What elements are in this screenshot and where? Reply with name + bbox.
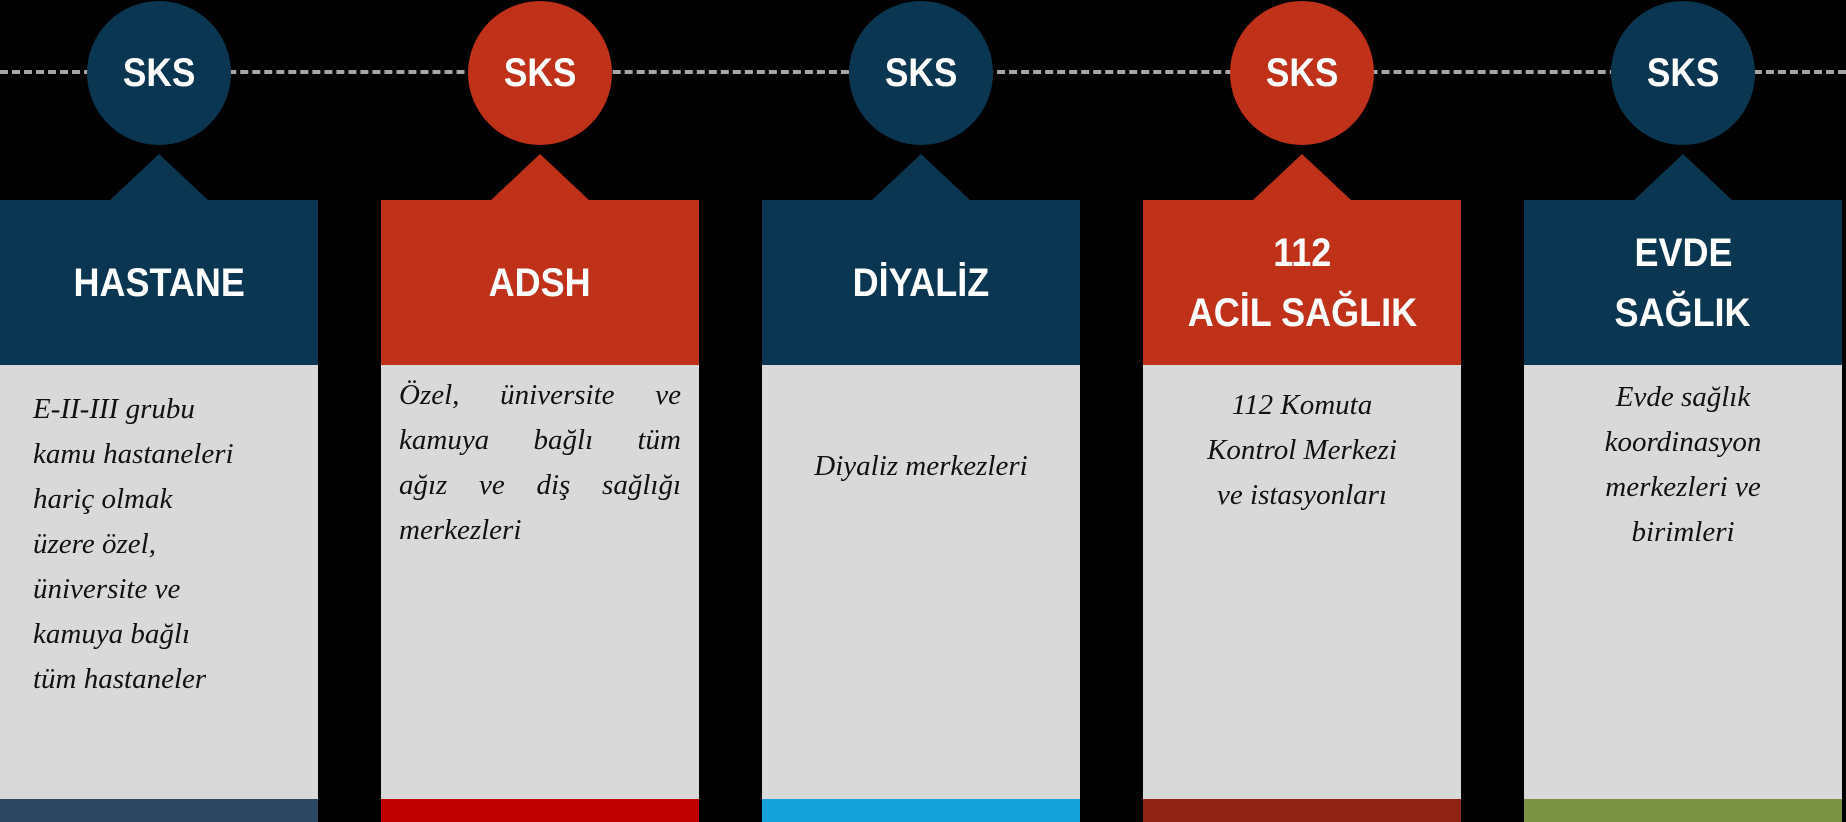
description-line: Özel, üniversite ve xyxy=(399,379,681,411)
sks-badge: SKS xyxy=(468,1,612,145)
description-line: kamuya bağlı xyxy=(33,618,191,650)
title-line: ACİL SAĞLIK xyxy=(1187,290,1417,335)
title-line: SAĞLIK xyxy=(1614,290,1752,335)
accent-bar xyxy=(381,799,699,822)
category-title: ADSH xyxy=(381,200,699,365)
title-line: DİYALİZ xyxy=(852,260,990,305)
pointer-triangle xyxy=(490,154,590,201)
description-line: tüm hastaneler xyxy=(33,663,207,695)
accent-bar xyxy=(0,799,318,822)
category-description: E-II-III grubu kamu hastaneleri hariç olma… xyxy=(0,365,318,799)
category-title: EVDE SAĞLIK xyxy=(1524,200,1842,365)
sks-badge: SKS xyxy=(87,1,231,145)
category-description: Diyaliz merkezleri xyxy=(762,365,1080,799)
title-line: HASTANE xyxy=(73,260,245,305)
description-line: E-II-III grubu xyxy=(33,393,195,425)
title-line: 112 xyxy=(1272,230,1332,275)
description-line: hariç olmak xyxy=(33,483,173,515)
pointer-triangle xyxy=(871,154,971,201)
pointer-triangle xyxy=(109,154,209,201)
category-column: EVDE SAĞLIK Evde sağlık koordinasyon merkezl… xyxy=(1524,200,1842,822)
category-column: ADSH Özel, üniversite ve kamuya bağlı tüm a… xyxy=(381,200,699,822)
sks-badge: SKS xyxy=(1230,1,1374,145)
description-line: birimleri xyxy=(1631,516,1735,548)
description-line: merkezleri xyxy=(399,514,522,546)
category-title: DİYALİZ xyxy=(762,200,1080,365)
description-line: koordinasyon xyxy=(1604,426,1762,458)
description-line: 112 Komuta xyxy=(1231,389,1373,421)
accent-bar xyxy=(1143,799,1461,822)
description-line: kamuya bağlı tüm xyxy=(399,424,681,456)
accent-bar xyxy=(762,799,1080,822)
category-title: HASTANE xyxy=(0,200,318,365)
title-line: ADSH xyxy=(488,260,592,305)
description-line: Evde sağlık xyxy=(1615,381,1751,413)
pointer-triangle xyxy=(1252,154,1352,201)
description-line: Kontrol Merkezi xyxy=(1207,434,1397,466)
accent-bar xyxy=(1524,799,1842,822)
description-line: ağız ve diş sağlığı xyxy=(399,469,681,501)
description-line: üzere özel, xyxy=(33,528,156,560)
description-line: ve istasyonları xyxy=(1217,479,1387,511)
category-description: Evde sağlık koordinasyon merkezleri ve biri… xyxy=(1524,365,1842,799)
category-description: Özel, üniversite ve kamuya bağlı tüm ağız … xyxy=(381,365,699,799)
sks-badge: SKS xyxy=(849,1,993,145)
title-line: EVDE xyxy=(1633,230,1733,275)
sks-badge: SKS xyxy=(1611,1,1755,145)
description-line: Diyaliz merkezleri xyxy=(814,450,1028,482)
description-line: üniversite ve xyxy=(33,573,181,605)
pointer-triangle xyxy=(1633,154,1733,201)
category-column: DİYALİZ Diyaliz merkezleri xyxy=(762,200,1080,822)
category-column: HASTANE E-II-III grubu kamu hastaneleri har… xyxy=(0,200,318,822)
description-line: merkezleri ve xyxy=(1605,471,1761,503)
description-line: kamu hastaneleri xyxy=(33,438,234,470)
